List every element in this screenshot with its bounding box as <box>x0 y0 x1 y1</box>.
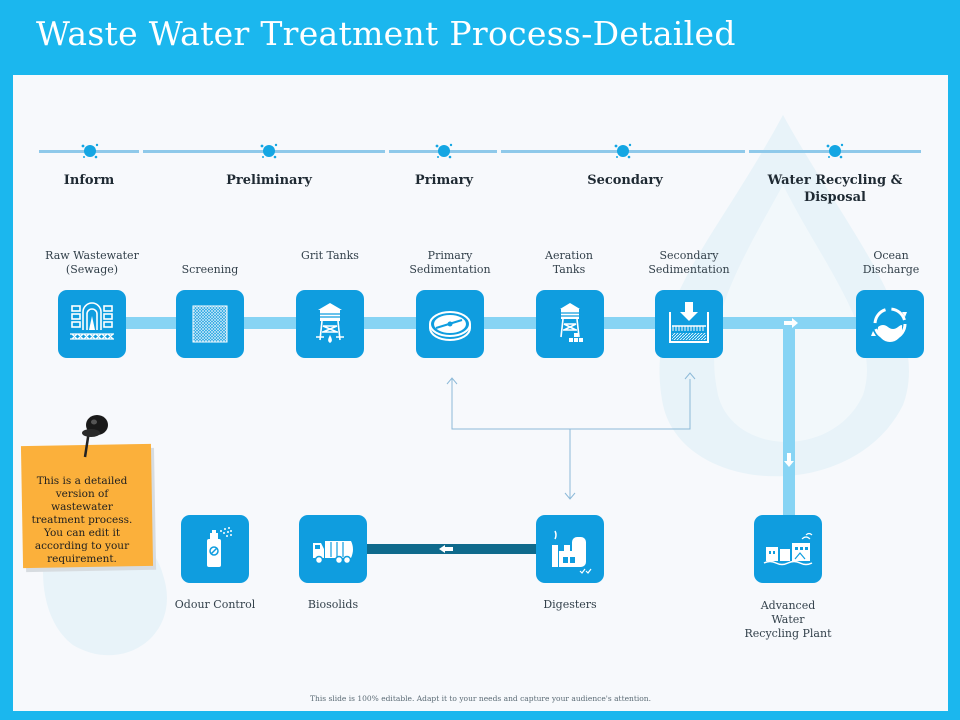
splash-icon <box>260 143 278 159</box>
odour-control-box[interactable] <box>181 515 249 583</box>
factory-icon <box>552 530 592 574</box>
label-screening: Screening <box>181 263 239 276</box>
recycling-plant-box[interactable] <box>754 515 822 583</box>
screening-box[interactable] <box>176 290 244 358</box>
recycle-pipe <box>783 323 795 515</box>
splash-icon <box>435 143 453 159</box>
biosolids-box[interactable] <box>299 515 367 583</box>
primary-sedimentation-box[interactable] <box>416 290 484 358</box>
content-panel: Inform Preliminary Primary Secondary Wat… <box>13 75 948 711</box>
digesters-box[interactable] <box>536 515 604 583</box>
label-primary-sedimentation: Primary Sedimentation <box>409 249 491 276</box>
arrow-down-icon <box>784 453 794 467</box>
label-raw-wastewater: Raw Wastewater (Sewage) <box>45 249 139 276</box>
arrow-right-icon <box>784 318 798 328</box>
raw-wastewater-box[interactable] <box>58 290 126 358</box>
biosolids-pipe <box>363 544 543 554</box>
note-text: This is a detailed version of wastewater… <box>31 475 133 565</box>
arrow-left-icon <box>439 545 453 553</box>
label-secondary-sedimentation: Secondary Sedimentation <box>648 249 730 276</box>
stage-label-primary: Primary <box>414 173 474 188</box>
treatment-plant-icon <box>763 532 813 566</box>
push-pin-icon <box>82 415 108 458</box>
stage-label-recycling: Water Recycling & Disposal <box>767 173 903 205</box>
splash-icon <box>826 143 844 159</box>
page-title: Waste Water Treatment Process-Detailed <box>36 14 736 53</box>
stage-label-inform: Inform <box>63 173 115 188</box>
label-recycling-plant: Advanced Water Recycling Plant <box>744 599 832 640</box>
label-ocean-discharge: Ocean Discharge <box>862 249 920 276</box>
ocean-discharge-box[interactable] <box>856 290 924 358</box>
truck-icon <box>313 541 353 565</box>
screen-mesh-icon <box>192 305 228 343</box>
label-aeration-tanks: Aeration Tanks <box>545 249 593 276</box>
spray-can-icon <box>207 527 232 567</box>
stage-label-preliminary: Preliminary <box>226 173 312 188</box>
settling-tank-icon <box>429 311 471 341</box>
secondary-sedimentation-box[interactable] <box>655 290 723 358</box>
label-odour-control: Odour Control <box>174 598 256 611</box>
splash-icon <box>614 143 632 159</box>
digester-connector <box>446 372 696 500</box>
water-tower-icon <box>316 303 344 343</box>
grit-tanks-box[interactable] <box>296 290 364 358</box>
sedimentation-basin-icon <box>669 302 709 343</box>
label-digesters: Digesters <box>543 598 597 611</box>
stage-label-secondary: Secondary <box>587 173 663 188</box>
sewer-pipe-icon <box>70 302 114 340</box>
aeration-tower-icon <box>560 303 583 342</box>
aeration-tanks-box[interactable] <box>536 290 604 358</box>
label-biosolids: Biosolids <box>307 598 359 611</box>
recycle-water-icon <box>871 307 907 342</box>
splash-icon <box>81 143 99 159</box>
footer-note: This slide is 100% editable. Adapt it to… <box>310 694 651 703</box>
label-grit-tanks: Grit Tanks <box>301 249 359 262</box>
